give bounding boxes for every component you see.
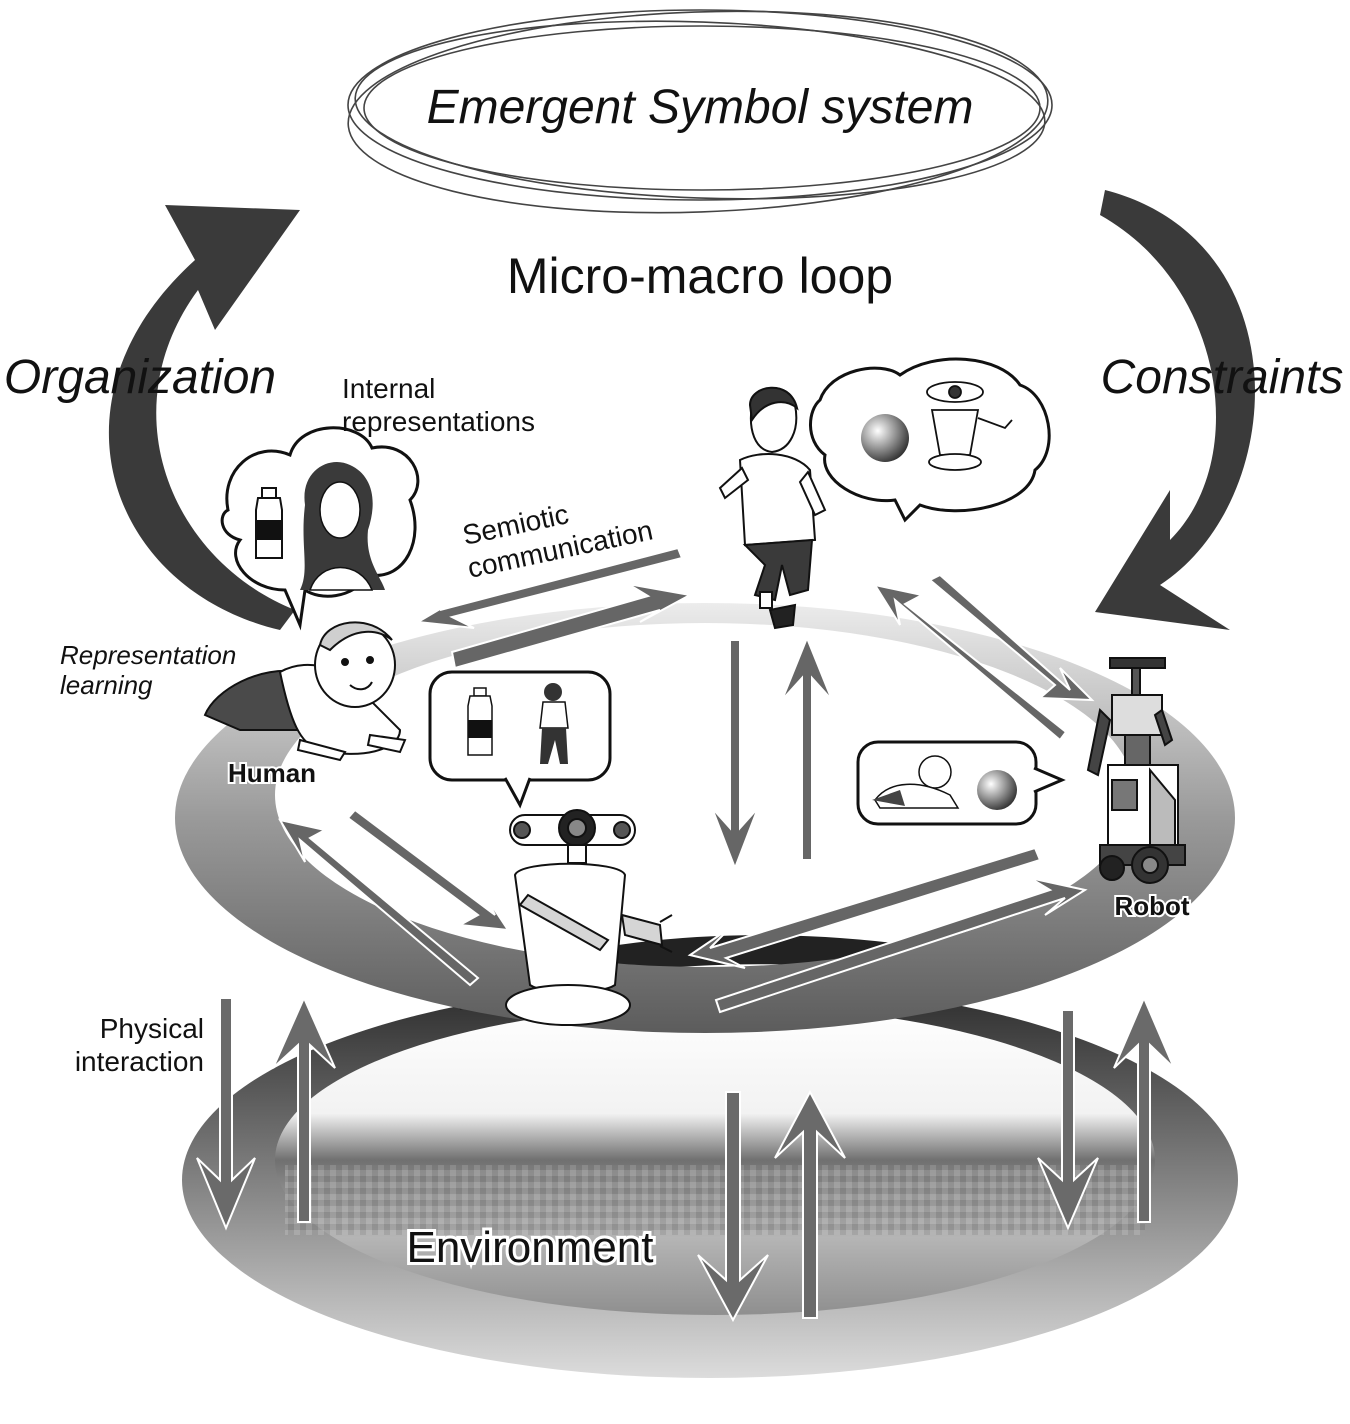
environment-ring [182, 982, 1238, 1378]
representation-learning-label-2: learning [60, 670, 153, 700]
small-robot-icon [926, 381, 1013, 471]
ball-icon [861, 414, 909, 462]
round-head-robot-figure [505, 809, 673, 1026]
constraints-label: Constraints [1101, 351, 1344, 404]
constraints-arrow [1095, 190, 1255, 630]
internal-representations-label-1: Internal [342, 373, 435, 404]
running-boy-figure [718, 386, 827, 630]
ball-icon [977, 770, 1017, 810]
physical-interaction-label-2: interaction [75, 1046, 204, 1077]
physical-arrows [196, 995, 1175, 1323]
speech-bubble-robot [856, 740, 1066, 826]
micro-macro-loop-label: Micro-macro loop [507, 248, 893, 304]
internal-representations-label-2: representations [342, 406, 535, 437]
organization-label: Organization [4, 351, 276, 404]
semiotic-arrows [277, 546, 1095, 1014]
symbol-system-label: Emergent Symbol system [427, 81, 974, 134]
bottle-icon [255, 487, 283, 559]
thought-bubble-human [220, 426, 420, 631]
boy-icon [539, 683, 569, 764]
baby-icon [872, 755, 960, 809]
physical-interaction-label-1: Physical [100, 1013, 204, 1044]
crawling-baby-figure [203, 621, 407, 762]
symbol-system-ellipses [347, 9, 1053, 214]
thought-bubble-boy [809, 357, 1051, 523]
human-label: Human [228, 758, 316, 788]
organization-arrow [108, 205, 300, 630]
speech-bubble-small-robot [428, 670, 612, 809]
wheeled-robot-figure [1086, 657, 1186, 884]
representation-learning-label-1: Representation [60, 640, 236, 670]
robot-label: Robot [1114, 891, 1189, 921]
woman-icon [300, 461, 385, 591]
bottle-icon [467, 687, 493, 756]
environment-label: Environment [406, 1223, 653, 1272]
